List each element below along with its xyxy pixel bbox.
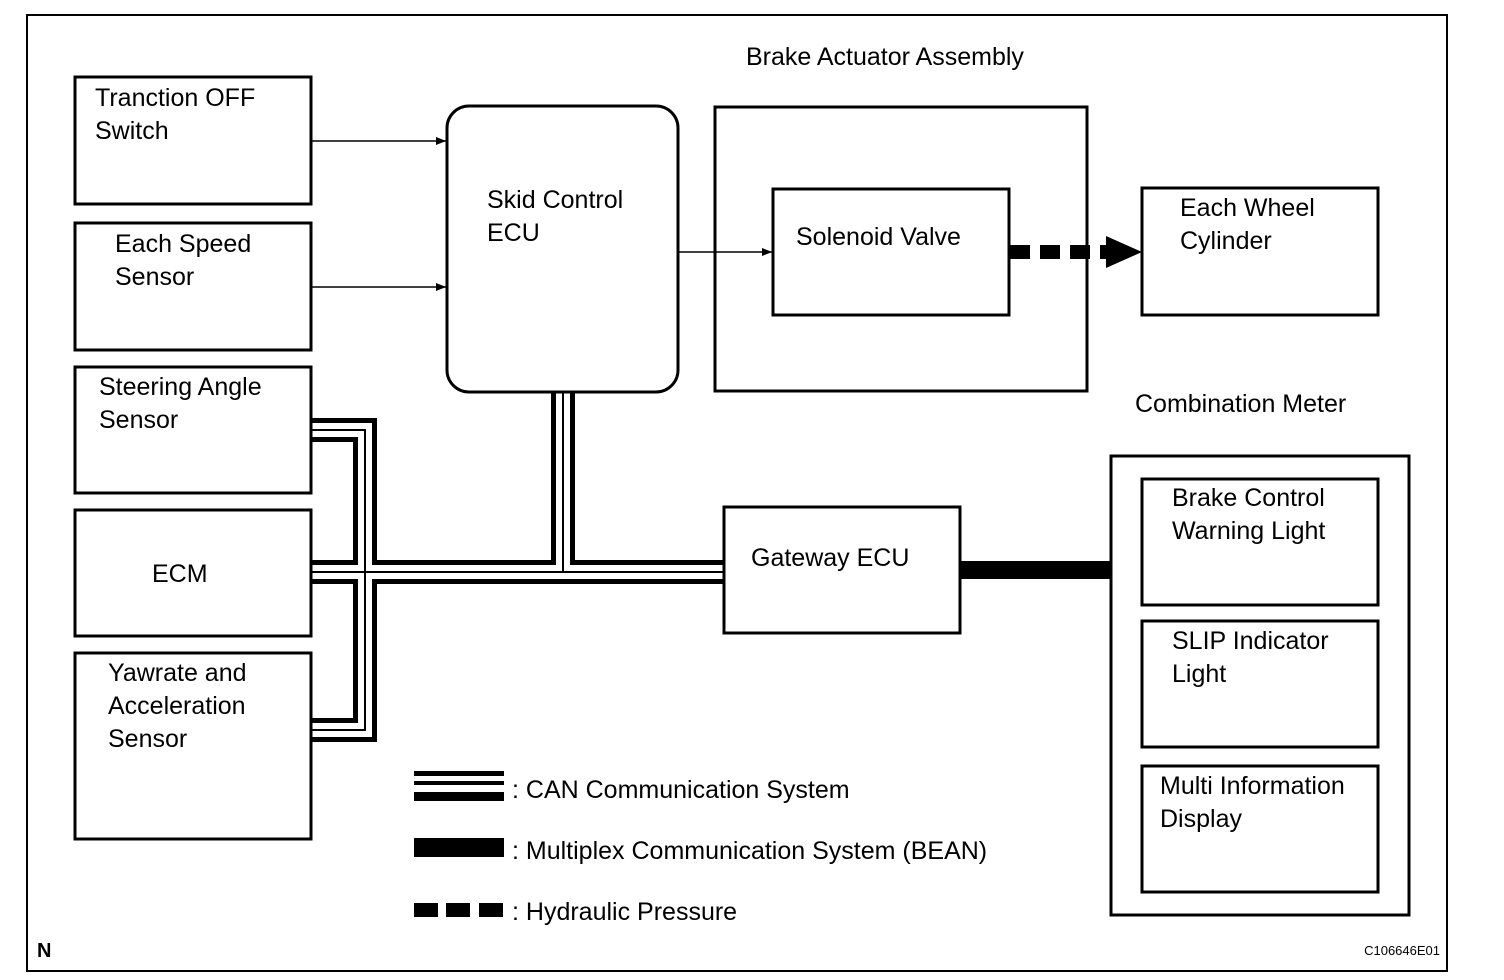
- each-speed-sensor-box: [73, 221, 313, 352]
- combination-meter-box: [1109, 454, 1411, 917]
- legend-bean-label: : Multiplex Communication System (BEAN): [512, 837, 987, 865]
- traction-off-switch-box: [73, 75, 313, 206]
- yawrate-sensor-box: [73, 651, 313, 841]
- solenoid-valve-label: Solenoid Valve: [796, 223, 961, 251]
- can-bus: [312, 392, 724, 742]
- multi-information-display-label: Multi Information Display: [1160, 772, 1352, 833]
- ecm-label: ECM: [152, 560, 208, 588]
- corner-mark: N: [37, 940, 51, 962]
- traction-off-switch-label: Tranction OFF Switch: [95, 84, 262, 145]
- solenoid-valve-box: [771, 187, 1011, 317]
- yawrate-sensor-label: Yawrate and Acceleration Sensor: [108, 659, 253, 753]
- ecm-box: [73, 508, 313, 638]
- each-wheel-cylinder-box: [1140, 186, 1380, 317]
- brake-control-warning-light-label: Brake Control Warning Light: [1172, 484, 1332, 545]
- legend-bean-swatch: [414, 838, 504, 857]
- each-wheel-cylinder-label: Each Wheel Cylinder: [1180, 194, 1322, 255]
- skid-control-ecu-box: [445, 104, 680, 394]
- hydraulic-arrow: [1010, 236, 1142, 268]
- brake-control-warning-light-box: [1140, 477, 1380, 607]
- skid-control-ecu-label: Skid Control ECU: [487, 186, 630, 247]
- figure-code: C106646E01: [1364, 943, 1440, 958]
- slip-indicator-light-label: SLIP Indicator Light: [1172, 627, 1336, 688]
- multi-information-display-box: [1140, 764, 1380, 894]
- diagram-frame: [26, 14, 1448, 972]
- slip-indicator-light-box: [1140, 619, 1380, 749]
- gateway-ecu-box: [722, 505, 962, 635]
- steering-angle-sensor-box: [73, 365, 313, 495]
- brake-actuator-assembly-title: Brake Actuator Assembly: [746, 43, 1024, 71]
- each-speed-sensor-label: Each Speed Sensor: [115, 230, 258, 291]
- legend-can-label: : CAN Communication System: [512, 776, 850, 804]
- steering-angle-sensor-label: Steering Angle Sensor: [99, 373, 269, 434]
- legend-hydraulic-swatch: [414, 903, 503, 917]
- legend: : CAN Communication System : Multiplex C…: [414, 771, 987, 926]
- legend-hydraulic-label: : Hydraulic Pressure: [512, 898, 737, 926]
- legend-can-swatch: [414, 771, 504, 801]
- gateway-ecu-label: Gateway ECU: [751, 544, 909, 572]
- combination-meter-title: Combination Meter: [1135, 390, 1346, 418]
- brake-actuator-assembly-box: [713, 105, 1089, 393]
